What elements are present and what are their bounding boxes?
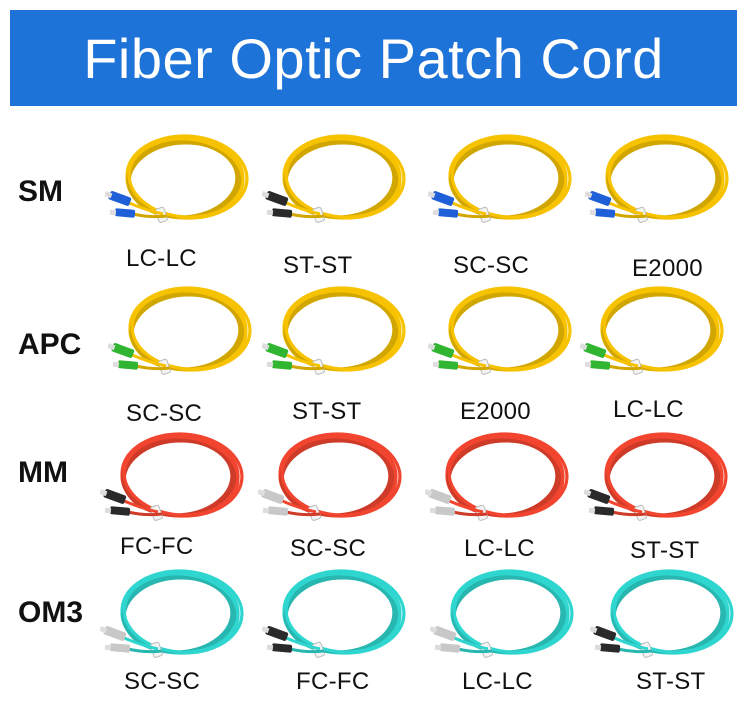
connector-icon	[425, 489, 456, 516]
patch-cord-illustration	[100, 432, 244, 521]
cable-coil	[282, 569, 406, 658]
patch-cord-illustration	[428, 286, 572, 375]
connector-icon	[108, 343, 139, 370]
patch-cord-illustration	[262, 286, 406, 375]
row-label-sm: SM	[18, 175, 63, 208]
patch-cord-illustration	[262, 569, 406, 658]
connector-icon	[428, 343, 459, 370]
connector-caption: SC-SC	[453, 252, 530, 279]
cable-coil	[282, 134, 406, 223]
connector-icon	[100, 489, 131, 516]
patch-cord-image	[428, 130, 578, 240]
connector-icon	[258, 489, 289, 516]
cable-coil	[278, 432, 402, 521]
connector-caption: FC-FC	[120, 533, 194, 560]
patch-cord-illustration	[428, 134, 572, 223]
connector-caption: ST-ST	[636, 668, 706, 695]
patch-cord-image	[584, 428, 734, 538]
cable-coil	[448, 286, 572, 375]
patch-cord-illustration	[585, 134, 729, 223]
cable-coil	[128, 286, 252, 375]
patch-cord-image	[258, 428, 408, 538]
cable-coil	[125, 134, 249, 223]
patch-cord-illustration	[584, 432, 728, 521]
connector-caption: E2000	[460, 398, 531, 425]
connector-caption: E2000	[632, 255, 703, 282]
connector-icon	[428, 191, 459, 218]
patch-cord-illustration	[430, 569, 574, 658]
cable-coil	[600, 286, 724, 375]
cable-coil	[448, 134, 572, 223]
row-label-apc: APC	[18, 328, 82, 361]
patch-cord-image	[105, 130, 255, 240]
connector-caption: SC-SC	[124, 668, 201, 695]
connector-caption: LC-LC	[464, 535, 535, 562]
cable-coil	[445, 432, 569, 521]
title-banner: Fiber Optic Patch Cord	[10, 10, 737, 106]
patch-cord-image	[590, 565, 740, 675]
patch-cord-image	[100, 565, 250, 675]
cable-coil	[282, 286, 406, 375]
cable-coil	[450, 569, 574, 658]
cable-coil	[120, 569, 244, 658]
patch-cord-illustration	[100, 569, 244, 658]
connector-caption: LC-LC	[613, 396, 684, 423]
patch-cord-illustration	[590, 569, 734, 658]
patch-cord-image	[262, 565, 412, 675]
patch-cord-image	[262, 282, 412, 392]
patch-cord-image	[262, 130, 412, 240]
connector-caption: SC-SC	[126, 400, 203, 427]
patch-cord-image	[430, 565, 580, 675]
row-label-mm: MM	[18, 456, 68, 489]
connector-caption: FC-FC	[296, 668, 370, 695]
cable-coil	[605, 134, 729, 223]
connector-caption: LC-LC	[462, 668, 533, 695]
cable-coil	[120, 432, 244, 521]
patch-cord-illustration	[258, 432, 402, 521]
patch-cord-illustration	[108, 286, 252, 375]
connector-icon	[262, 626, 293, 653]
patch-cord-illustration	[262, 134, 406, 223]
patch-cord-image	[428, 282, 578, 392]
patch-cord-image	[580, 282, 730, 392]
connector-icon	[584, 489, 615, 516]
patch-cord-illustration	[580, 286, 724, 375]
connector-caption: SC-SC	[290, 535, 367, 562]
connector-icon	[580, 343, 611, 370]
patch-cord-illustration	[105, 134, 249, 223]
row-label-om3: OM3	[18, 596, 84, 629]
connector-icon	[262, 191, 293, 218]
connector-icon	[430, 626, 461, 653]
page-title: Fiber Optic Patch Cord	[83, 26, 664, 90]
connector-icon	[262, 343, 293, 370]
connector-caption: ST-ST	[630, 537, 700, 564]
connector-icon	[105, 191, 136, 218]
cable-coil	[604, 432, 728, 521]
connector-icon	[100, 626, 131, 653]
connector-icon	[585, 191, 616, 218]
patch-cord-image	[108, 282, 258, 392]
connector-icon	[590, 626, 621, 653]
patch-cord-image	[585, 130, 735, 240]
connector-caption: ST-ST	[283, 252, 353, 279]
patch-cord-image	[100, 428, 250, 538]
connector-caption: ST-ST	[292, 398, 362, 425]
cable-coil	[610, 569, 734, 658]
connector-caption: LC-LC	[126, 245, 197, 272]
patch-cord-illustration	[425, 432, 569, 521]
patch-cord-image	[425, 428, 575, 538]
